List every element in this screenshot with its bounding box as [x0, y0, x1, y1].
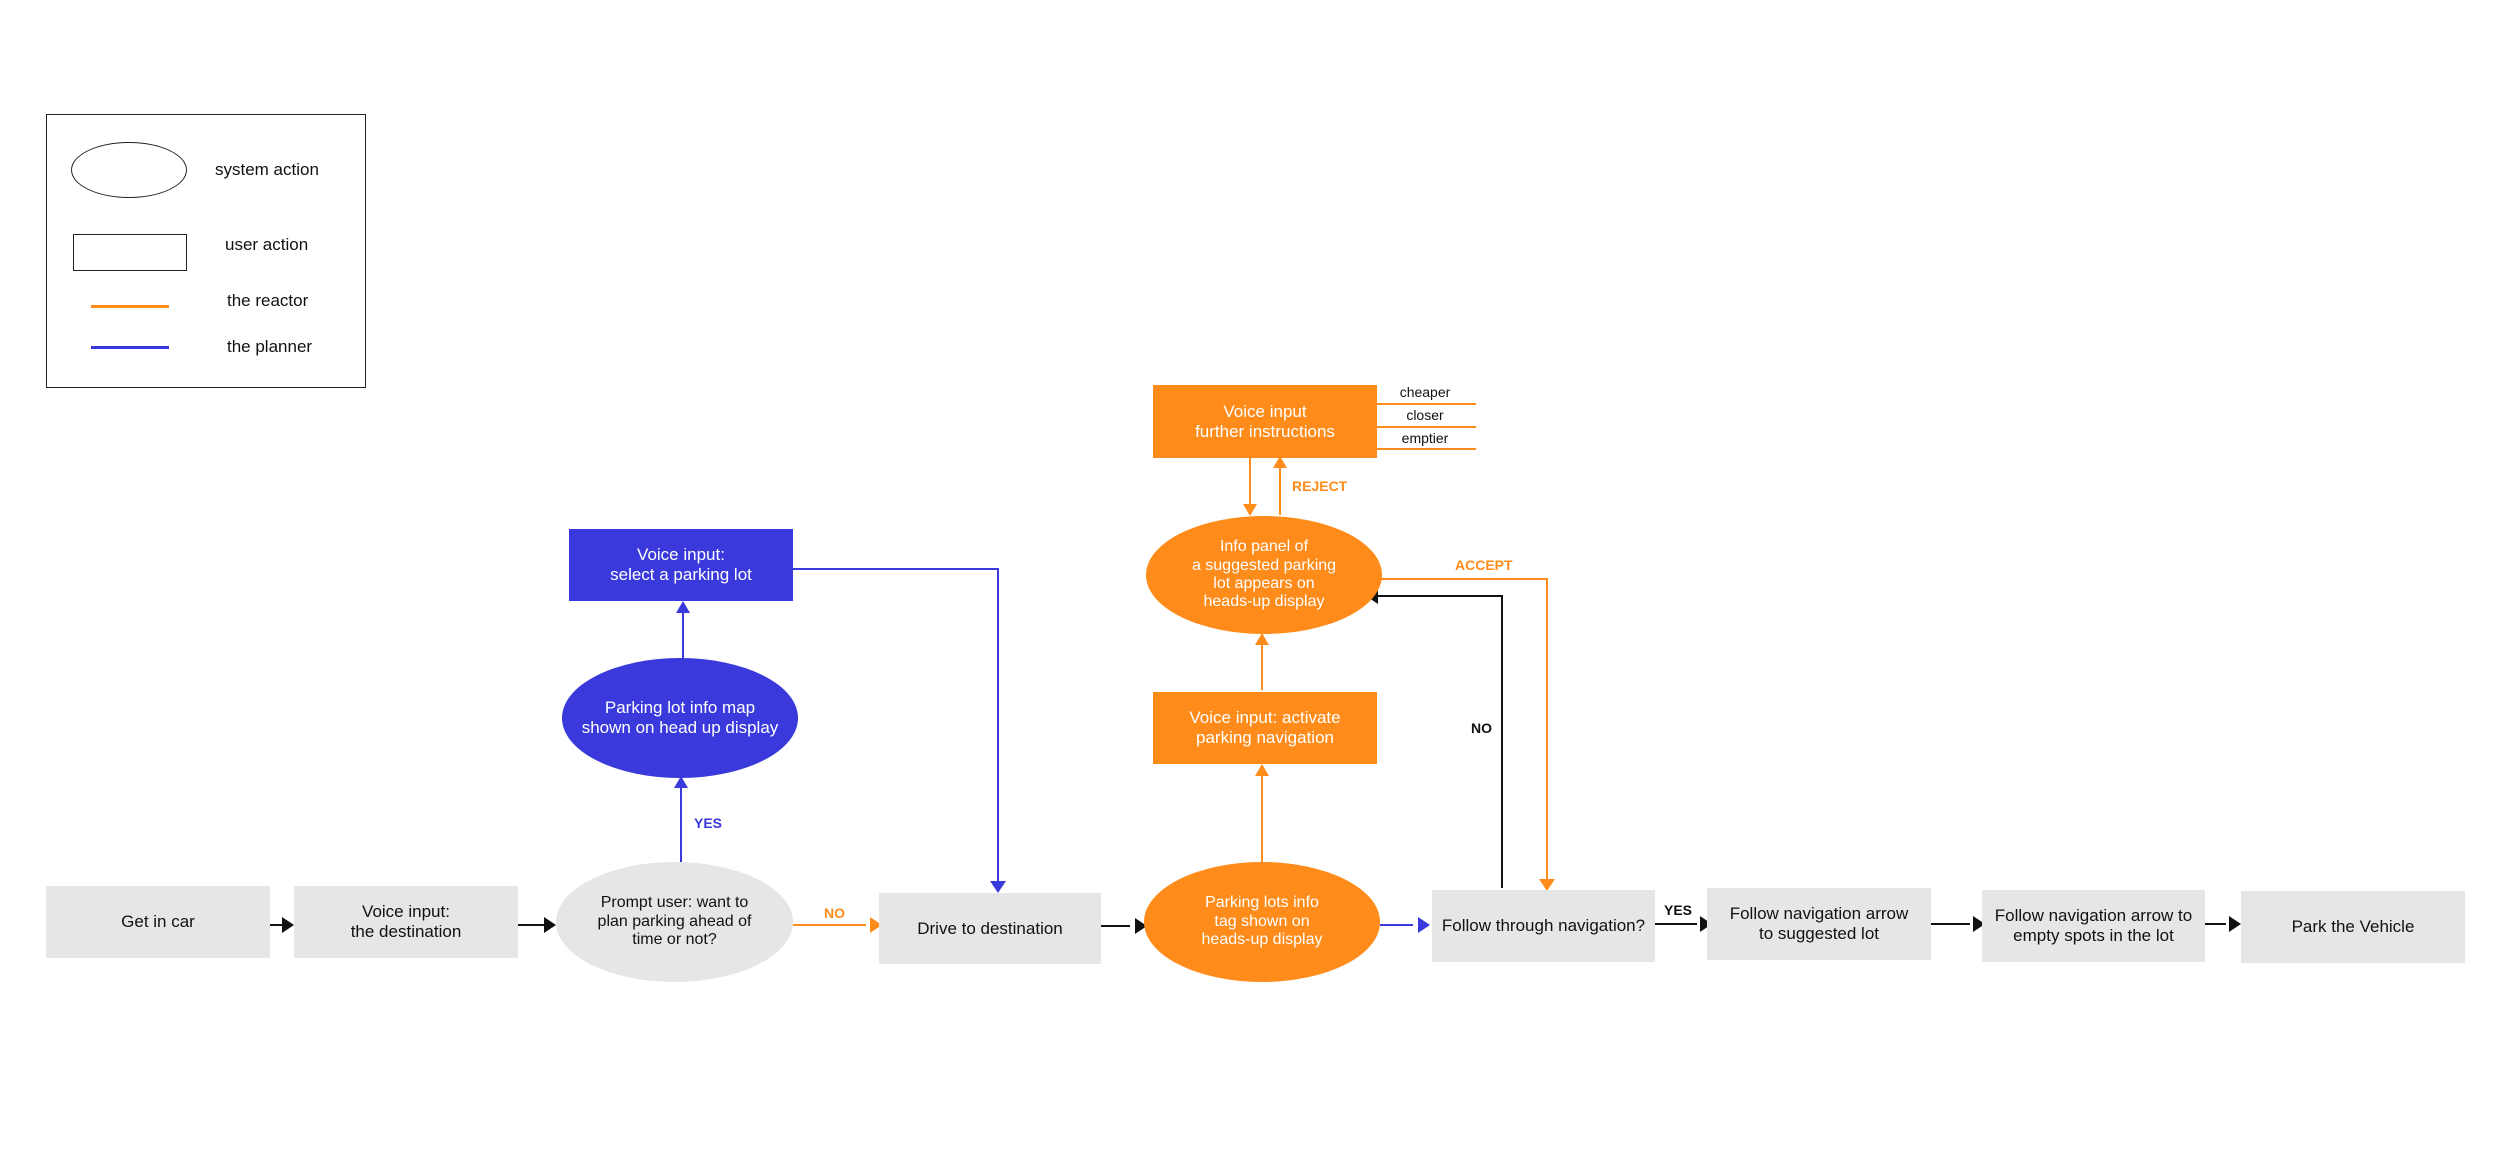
legend: system action user action the reactor th…: [46, 114, 366, 388]
edge-select-drive: [793, 568, 999, 882]
option-cheaper: cheaper: [1399, 384, 1451, 400]
node-park-vehicle: Park the Vehicle: [2241, 891, 2465, 963]
arrowhead: [990, 881, 1006, 893]
label-no-follow: NO: [1471, 720, 1492, 736]
legend-reactor: the reactor: [227, 291, 309, 310]
arrowhead: [1255, 633, 1269, 645]
option-closer: closer: [1406, 407, 1444, 423]
arrowhead: [1273, 456, 1287, 468]
node-follow-empty: Follow navigation arrow to empty spots i…: [1982, 890, 2205, 962]
legend-user-action: user action: [225, 235, 309, 254]
arrowhead: [676, 601, 690, 613]
arrowhead: [544, 917, 556, 933]
legend-planner: the planner: [227, 337, 313, 356]
node-follow-suggested: Follow navigation arrow to suggested lot: [1707, 888, 1931, 960]
arrowhead: [1539, 879, 1555, 891]
label-reject: REJECT: [1292, 478, 1348, 494]
arrowhead: [674, 776, 688, 788]
arrowhead: [1243, 504, 1257, 516]
legend-rect-icon: [73, 234, 187, 271]
legend-planner-line: [91, 346, 169, 349]
node-parking-info-tag: Parking lots info tag shown on heads-up …: [1144, 862, 1380, 982]
legend-system-action: system action: [215, 160, 319, 179]
legend-ellipse-icon: [71, 142, 187, 198]
label-yes-follow: YES: [1664, 902, 1693, 918]
arrowhead: [1418, 917, 1430, 933]
arrowhead: [870, 917, 882, 933]
option-emptier: emptier: [1401, 430, 1449, 446]
node-activate-navigation: Voice input: activate parking navigation: [1153, 692, 1377, 764]
edge-accept: [1381, 578, 1548, 880]
arrowhead: [282, 917, 294, 933]
label-yes-plan: YES: [694, 815, 723, 831]
arrowhead: [1973, 916, 1985, 932]
label-accept: ACCEPT: [1455, 557, 1513, 573]
node-select-parking-lot: Voice input: select a parking lot: [569, 529, 793, 601]
edge-no-loop: [1374, 595, 1503, 888]
label-no-plan: NO: [824, 905, 845, 921]
legend-reactor-line: [91, 305, 169, 308]
arrowhead: [1135, 918, 1147, 934]
node-voice-destination: Voice input: the destination: [294, 886, 518, 958]
arrowhead: [1255, 764, 1269, 776]
node-further-instructions: Voice input further instructions: [1153, 385, 1377, 458]
node-drive-destination: Drive to destination: [879, 893, 1101, 964]
node-parking-lot-map: Parking lot info map shown on head up di…: [562, 658, 798, 778]
arrowhead: [1700, 916, 1712, 932]
node-info-panel: Info panel of a suggested parking lot ap…: [1146, 516, 1382, 634]
arrowhead: [2229, 916, 2241, 932]
node-follow-through: Follow through navigation?: [1432, 890, 1655, 962]
node-prompt-user: Prompt user: want to plan parking ahead …: [556, 862, 793, 982]
node-get-in-car: Get in car: [46, 886, 270, 958]
